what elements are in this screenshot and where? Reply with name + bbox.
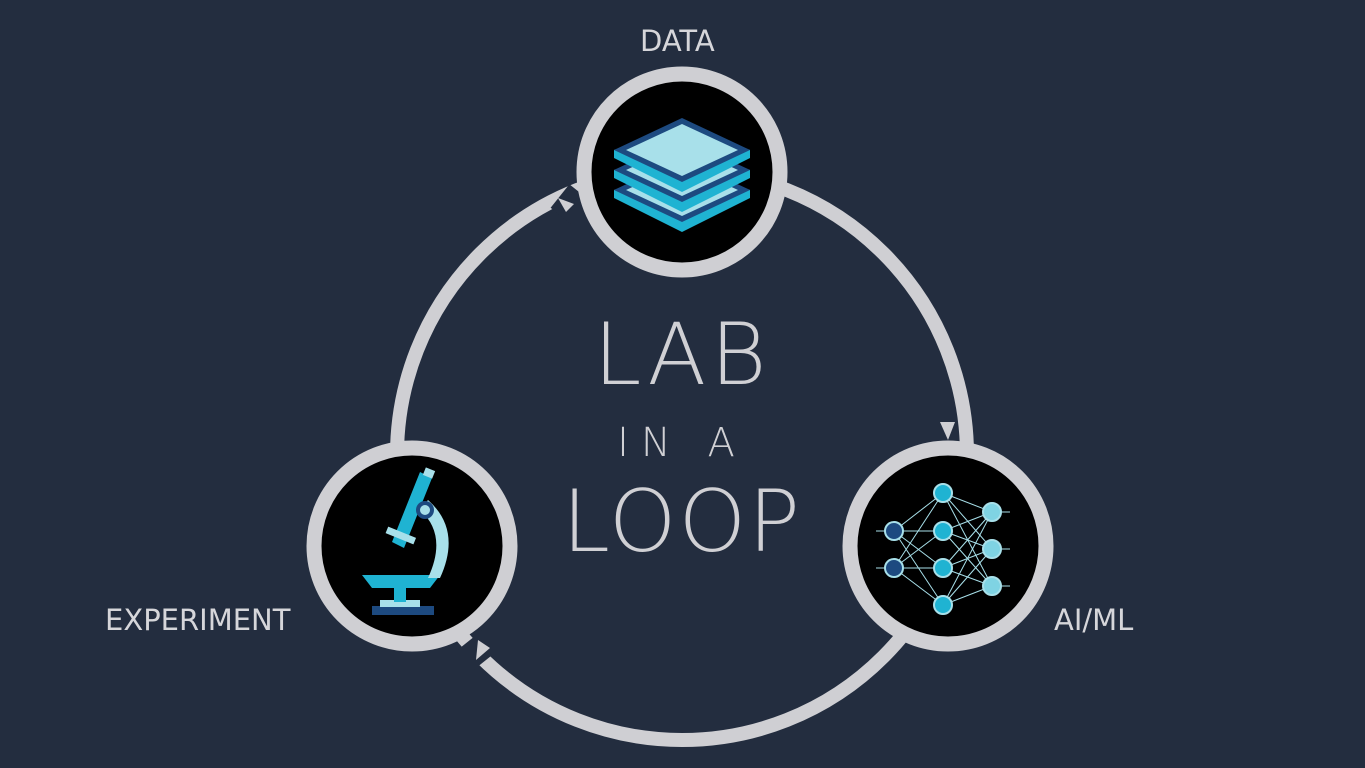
experiment-label: EXPERIMENT <box>105 603 291 637</box>
nn-edge <box>942 511 993 606</box>
nn-edge <box>893 492 944 569</box>
data-label: DATA <box>640 24 715 58</box>
nn-node <box>982 502 1002 522</box>
title-lab: LAB <box>593 305 771 405</box>
arrow-tip-to-experiment <box>476 640 490 660</box>
nn-edge <box>942 511 993 569</box>
nn-node <box>933 595 953 615</box>
title-loop: LOOP <box>561 472 803 572</box>
nn-node <box>933 483 953 503</box>
nn-node <box>933 558 953 578</box>
experiment-node <box>306 440 518 652</box>
title-in-a: IN A <box>617 420 747 466</box>
aiml-label: AI/ML <box>1054 603 1134 637</box>
aiml-node <box>842 440 1054 652</box>
nn-node <box>982 576 1002 596</box>
nn-node <box>884 558 904 578</box>
nn-edge <box>942 548 993 606</box>
nn-edge <box>893 567 944 606</box>
arrow-tip-to-aiml <box>940 422 955 440</box>
nn-edge <box>893 492 944 532</box>
nn-node <box>933 521 953 541</box>
microscope-icon <box>362 467 449 615</box>
nn-node <box>982 539 1002 559</box>
nn-node <box>884 521 904 541</box>
data-node <box>576 66 788 278</box>
data-layers-icon <box>614 118 750 232</box>
arrow-tip-to-data <box>558 198 574 212</box>
nn-edge <box>893 530 944 569</box>
neural-network-icon <box>876 483 1010 615</box>
